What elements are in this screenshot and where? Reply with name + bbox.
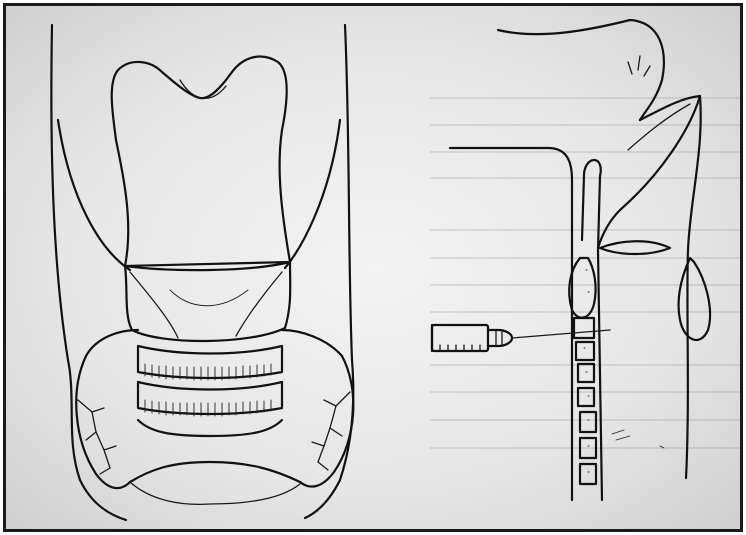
tracheal-ring-2 (138, 382, 282, 414)
needle-icon (512, 330, 610, 338)
cricothyroid-shading-right (236, 272, 282, 336)
trachea-posterior-wall (598, 250, 602, 500)
thyroid-cartilage (112, 57, 290, 266)
tracheal-ring-1 (138, 346, 282, 378)
thyroid-vessels-right (312, 392, 350, 470)
thyroid-vessels-left (78, 400, 116, 474)
annotation-scratch-1 (612, 430, 630, 440)
syringe-icon (432, 325, 512, 351)
posterior-wall (686, 96, 701, 478)
pharynx-marks (628, 56, 650, 76)
airway-anterior-wall (584, 160, 601, 250)
epiglottis (598, 96, 700, 248)
muscle-line-left (58, 120, 130, 270)
syringe-hub (488, 330, 512, 346)
thyroid-lobe-right (282, 330, 353, 487)
thyroid-isthmus (130, 462, 300, 482)
thyroid-lower-border (130, 482, 300, 504)
cricothyroid-membrane (170, 290, 248, 306)
trachea-lower-edge (138, 420, 282, 436)
trachea-ring-s6 (580, 464, 596, 484)
trachea-ring-s1 (576, 342, 594, 360)
thyroid-cartilage-sagittal (569, 258, 595, 318)
larynx-sagittal-view (450, 20, 710, 500)
cricothyroid-shading-left (130, 272, 178, 338)
vocal-fold (600, 241, 670, 254)
trachea-ring-s4 (580, 412, 596, 432)
neck-anatomy-front-view (51, 25, 353, 520)
base-of-tongue (498, 20, 664, 120)
trachea-inner-dots (584, 270, 589, 472)
neck-outline-right (305, 25, 353, 518)
syringe-hub-lines (496, 330, 502, 346)
trachea-ring-s2 (578, 364, 594, 382)
thyroid-lobe-left (76, 330, 138, 488)
cricoid-cartilage (125, 262, 290, 341)
cricoid-cartilage-sagittal (574, 318, 594, 338)
muscle-line-right (285, 120, 340, 268)
background-ghost-lines (430, 98, 740, 448)
trachea-ring-s3 (578, 388, 594, 406)
posterior-wall-inner (678, 258, 710, 340)
